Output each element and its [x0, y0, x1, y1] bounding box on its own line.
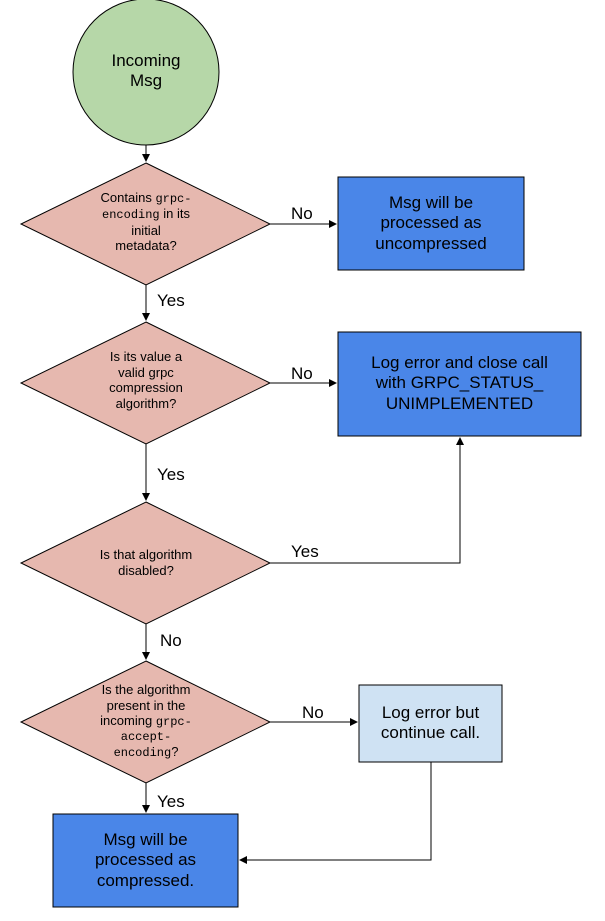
compressed-box: [52, 813, 239, 908]
edge-label-d2-no: No: [291, 364, 313, 383]
start-label: Incoming Msg: [111, 51, 181, 91]
decision3-label: Is that algorithm disabled?: [99, 547, 193, 578]
edge-d3-yes: [270, 437, 464, 564]
edge-label-d1-no: No: [291, 204, 313, 223]
edge-label-d3-no: No: [160, 631, 182, 650]
error-close-call-box: [337, 331, 582, 437]
decision4-label: Is the algorithm present in the incoming…: [100, 682, 192, 760]
edge-label-d1-yes: Yes: [157, 291, 185, 310]
log-continue-label: Log error but continue call.: [380, 703, 481, 743]
edge-label-d3-yes: Yes: [291, 542, 319, 561]
decision1-label: Contains grpc- encoding in its initial m…: [100, 190, 192, 254]
edge-label-d4-yes: Yes: [157, 792, 185, 811]
compressed-box-label: Msg will be processed as compressed.: [94, 830, 197, 890]
edge-label-d2-yes: Yes: [157, 465, 185, 484]
uncompressed-box: [337, 176, 525, 271]
uncompressed-box-label: Msg will be processed as uncompressed: [375, 193, 487, 253]
edge-log-to-compressed: [239, 762, 432, 864]
decision2-label: Is its value a valid grpc compression al…: [109, 349, 183, 411]
edge-label-d4-no: No: [302, 703, 324, 722]
error-close-call-label: Log error and close call with GRPC_STATU…: [371, 353, 548, 413]
log-continue-box: [358, 684, 503, 763]
